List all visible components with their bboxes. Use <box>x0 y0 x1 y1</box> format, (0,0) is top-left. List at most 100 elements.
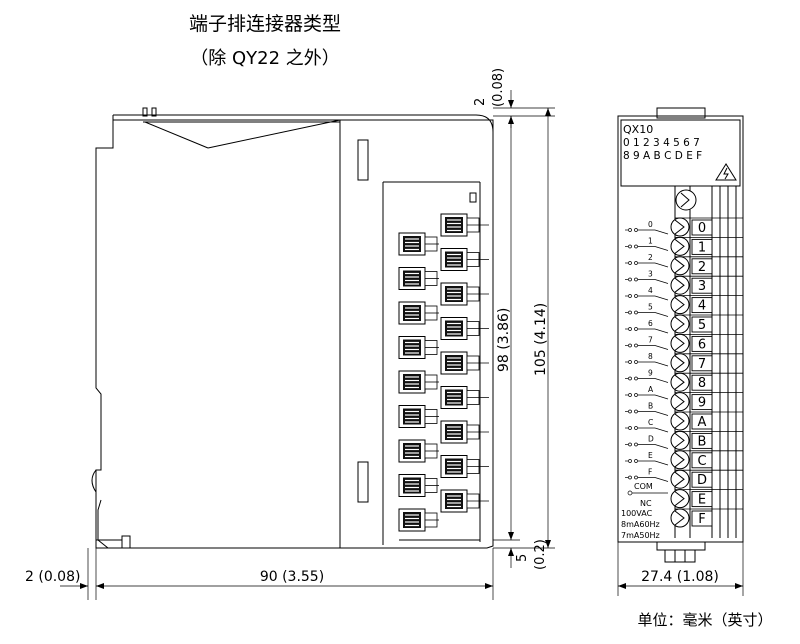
input-circuit-0: 0 <box>625 220 669 235</box>
input-circuit-7: 7 <box>625 336 669 350</box>
led-row-1: 0 1 2 3 4 5 6 7 <box>623 137 700 149</box>
terminal-6: 6 <box>670 333 743 353</box>
side-terminal-screw <box>440 489 489 513</box>
input-label: 2 <box>648 253 653 262</box>
terminal-label: 8 <box>698 376 706 391</box>
dim-bottom-gap-in: (0.2) <box>533 539 548 570</box>
terminal-label: 2 <box>698 260 706 275</box>
input-circuit-E: E <box>625 451 669 466</box>
input-label: A <box>648 385 654 394</box>
terminal-A: A <box>670 411 743 431</box>
input-circuit-C: C <box>625 418 669 433</box>
upper-slot <box>357 139 369 181</box>
side-terminal-screw <box>398 370 439 394</box>
module-model: QX10 <box>623 123 653 136</box>
rating-current-60hz: 8mA60Hz <box>621 520 660 529</box>
terminal-label: 5 <box>698 318 706 333</box>
side-terminal-screw <box>440 317 489 340</box>
side-terminal-screw <box>440 386 489 409</box>
title-line-1: 端子排连接器类型 <box>189 13 341 35</box>
dim-top-gap-mm: 2 <box>473 98 488 106</box>
side-terminal-screw <box>398 301 439 325</box>
terminal-label: 3 <box>698 279 706 294</box>
dim-height-105: 105 (4.14) <box>533 303 549 376</box>
side-dimensions: 2 (0.08) 98 (3.86) 105 (4.14) 5 (0.2) 2 … <box>25 68 555 600</box>
front-top-latch <box>656 107 706 119</box>
side-body-outline <box>95 119 494 549</box>
side-terminal-screw <box>440 282 489 306</box>
side-terminal-screw <box>440 213 489 237</box>
input-label: B <box>648 402 653 411</box>
side-terminal-screw <box>398 336 439 359</box>
input-circuit-F: F <box>625 468 669 482</box>
terminal-screw-top <box>675 189 697 211</box>
terminal-E: E <box>670 489 743 509</box>
side-terminal-screw <box>398 508 439 532</box>
terminal-4: 4 <box>670 295 743 315</box>
input-label: 4 <box>648 286 653 295</box>
terminal-9: 9 <box>670 392 743 412</box>
input-label: 5 <box>648 303 653 312</box>
input-circuit-B: B <box>625 402 669 416</box>
terminal-label: B <box>698 434 707 449</box>
dim-bottom-gap-mm: 5 <box>515 554 530 562</box>
input-circuit-9: 9 <box>625 369 669 383</box>
terminal-D: D <box>670 469 743 489</box>
title-line-2: （除 QY22 之外） <box>190 48 340 69</box>
input-circuit-5: 5 <box>625 303 669 317</box>
input-circuit-6: 6 <box>625 319 669 334</box>
terminal-label: 1 <box>698 240 706 255</box>
led-row-2: 8 9 A B C D E F <box>623 150 702 162</box>
dim-top-gap-in: (0.08) <box>491 68 506 107</box>
side-terminal-screws <box>398 213 489 541</box>
side-terminal-screw <box>440 248 489 271</box>
terminal-1: 1 <box>670 236 743 256</box>
dim-width: 27.4 (1.08) <box>641 569 719 585</box>
lower-slot <box>357 461 369 503</box>
input-circuit-1: 1 <box>625 237 669 251</box>
input-circuit-3: 3 <box>625 270 669 284</box>
terminal-label: C <box>697 454 706 469</box>
terminal-label: D <box>697 473 707 488</box>
terminal-B: B <box>670 430 743 450</box>
input-label: C <box>648 418 653 427</box>
dim-left-offset: 2 (0.08) <box>25 569 80 585</box>
rating-voltage: 100VAC <box>621 509 653 518</box>
input-label: 3 <box>648 270 653 279</box>
terminal-label: 7 <box>698 357 706 372</box>
input-circuit-D: D <box>625 435 669 449</box>
terminal-2: 2 <box>670 256 743 276</box>
front-view: QX10 0 1 2 3 4 5 6 7 8 9 A B C D E F 012… <box>617 107 744 563</box>
input-circuit-4: 4 <box>625 286 669 301</box>
side-terminal-screw <box>398 267 439 290</box>
terminal-label: E <box>698 493 706 508</box>
side-terminal-screw <box>440 455 489 478</box>
terminal-F: F <box>670 508 743 528</box>
warning-triangle-icon <box>715 163 737 181</box>
dim-height-98: 98 (3.86) <box>496 308 512 372</box>
side-terminal-screw <box>398 439 439 463</box>
terminal-5: 5 <box>670 314 743 334</box>
terminal-C: C <box>670 450 743 470</box>
input-label: 9 <box>648 369 653 378</box>
terminal-label: 6 <box>698 337 706 352</box>
rating-current-50hz: 7mA50Hz <box>621 531 660 540</box>
terminal-label: A <box>698 415 707 430</box>
terminal-3: 3 <box>670 275 743 295</box>
com-label: COM <box>634 482 653 491</box>
front-dimensions: 27.4 (1.08) <box>617 542 744 596</box>
side-terminal-screw <box>398 474 439 497</box>
unit-note: 单位：毫米（英寸） <box>637 611 772 629</box>
side-view <box>91 107 494 549</box>
input-circuit-A: A <box>625 385 669 400</box>
input-label: F <box>648 468 652 477</box>
terminal-7: 7 <box>670 353 743 373</box>
input-circuit-8: 8 <box>625 352 669 367</box>
terminal-label: 9 <box>698 396 706 411</box>
nc-label: NC <box>640 499 652 508</box>
terminal-0: 0 <box>670 217 743 237</box>
input-label: D <box>648 435 654 444</box>
input-label: 0 <box>648 220 653 229</box>
